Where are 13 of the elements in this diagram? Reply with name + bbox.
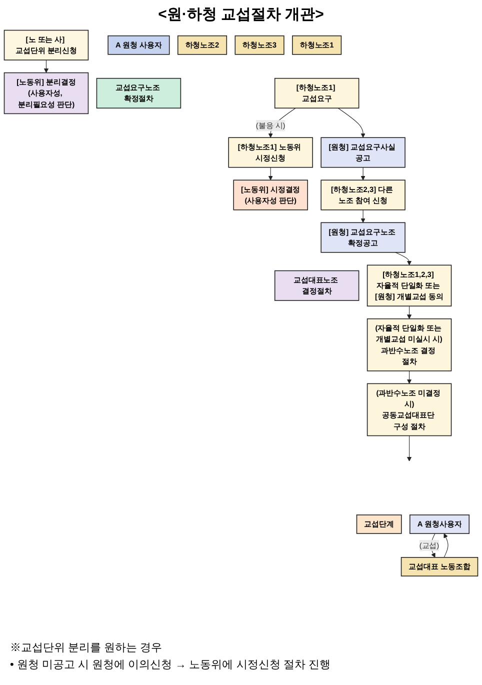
note-text: ※교섭단위 분리를 원하는 경우: [10, 641, 162, 655]
arrow: [338, 108, 366, 138]
arrow: [406, 306, 412, 320]
diagram-title: <원·하청 교섭절차 개관>: [158, 5, 324, 24]
arrow: [406, 370, 412, 384]
arrow: [268, 167, 273, 180]
arrow: [406, 435, 412, 462]
note-text: • 원청 미공고 시 원청에 이의신청 → 노동위에 시정신청 절차 진행: [10, 658, 330, 672]
arrow: [360, 210, 366, 223]
arrow: [444, 533, 448, 558]
arrow: [360, 167, 366, 180]
arrow: [395, 252, 412, 266]
arrow: [44, 60, 49, 73]
